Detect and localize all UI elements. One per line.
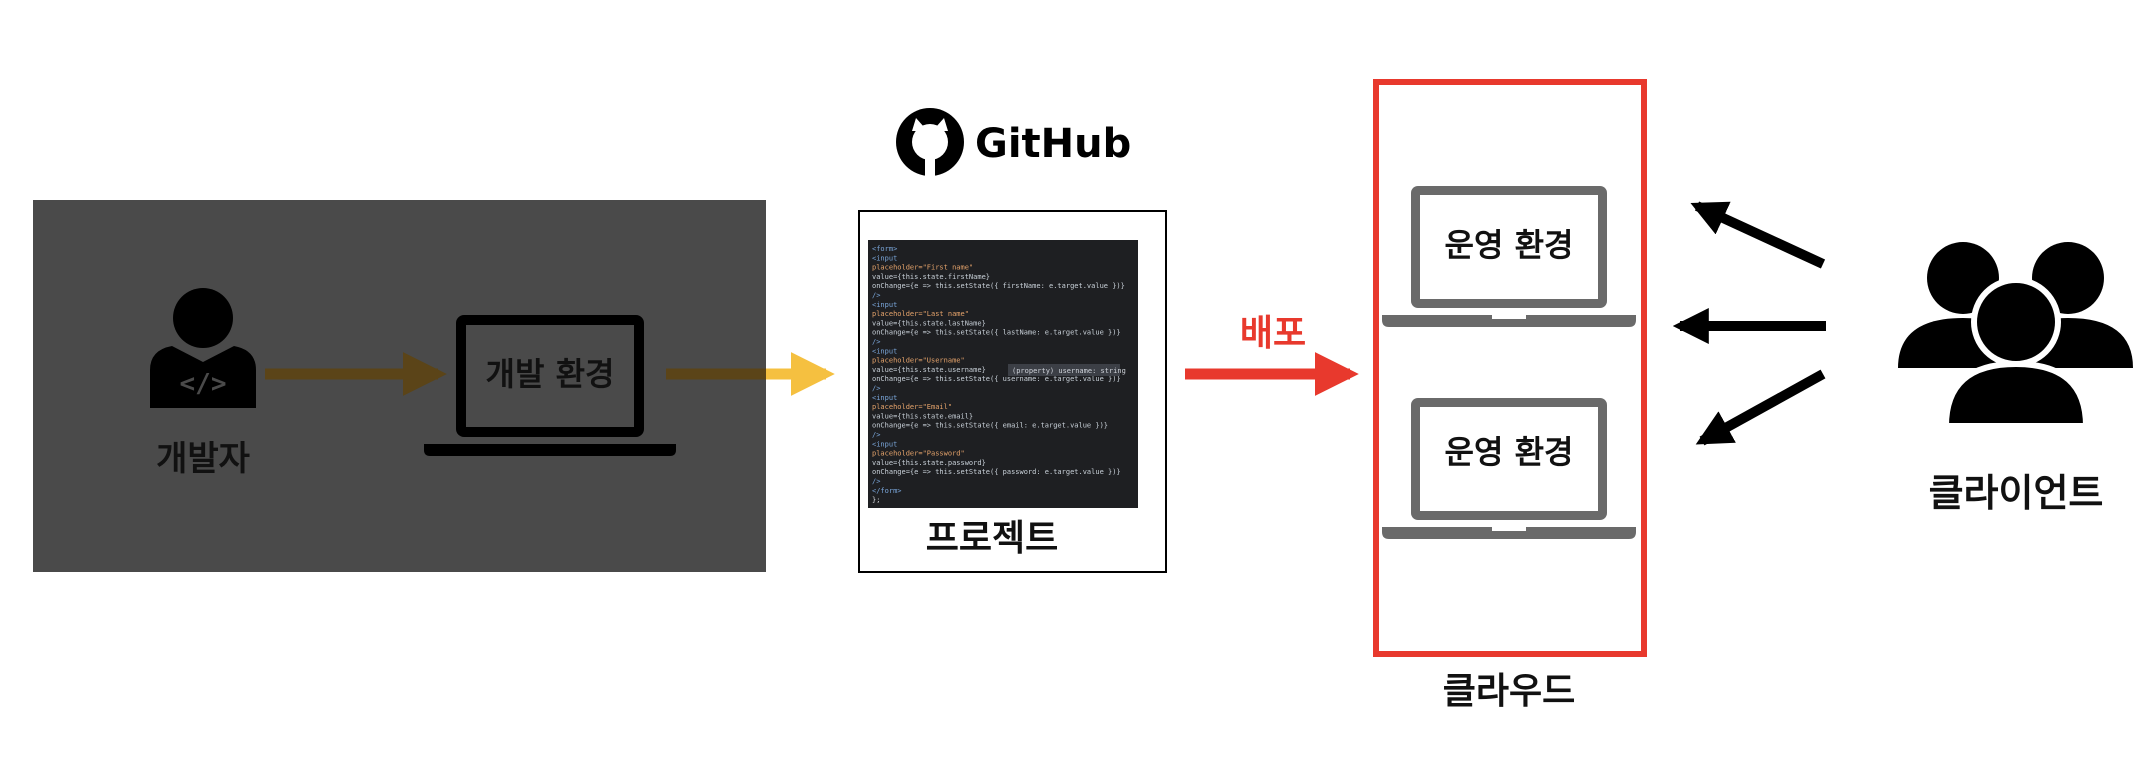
server-1-label: 운영 환경: [1445, 226, 1574, 264]
developer-label: 개발자: [156, 439, 250, 479]
code-line: <input: [872, 347, 897, 355]
arrow-clients-to-server-upper: [1690, 201, 1826, 269]
code-line: </form>: [872, 487, 902, 495]
code-line: onChange={e => this.setState({ username:…: [872, 375, 1121, 383]
server-2-label: 운영 환경: [1445, 433, 1574, 471]
github-logo-text: GitHub: [975, 121, 1131, 167]
code-line: />: [872, 385, 880, 393]
code-line: placeholder="Username": [872, 357, 965, 365]
code-line: value={this.state.email}: [872, 412, 973, 420]
code-line: onChange={e => this.setState({ email: e.…: [872, 422, 1108, 430]
project-code-lines: <form> <input placeholder="First name" v…: [872, 245, 1125, 504]
code-line: placeholder="Email": [872, 403, 952, 411]
cloud-box: [1373, 79, 1647, 657]
code-line: onChange={e => this.setState({ lastName:…: [872, 329, 1121, 337]
code-line: />: [872, 478, 880, 486]
code-line: placeholder="First name": [872, 264, 973, 272]
deploy-label: 배포: [1240, 313, 1306, 354]
laptop-icon: [424, 315, 676, 456]
project-label: 프로젝트: [926, 518, 1058, 559]
code-line: value={this.state.firstName}: [872, 273, 990, 281]
code-line: <input: [872, 254, 897, 262]
code-line: placeholder="Password": [872, 450, 965, 458]
code-line: />: [872, 338, 880, 346]
code-line: <input: [872, 301, 897, 309]
code-line: <input: [872, 394, 897, 402]
github-octocat-icon: [896, 108, 964, 176]
cloud-label: 클라우드: [1443, 671, 1575, 712]
code-line: />: [872, 431, 880, 439]
code-line: onChange={e => this.setState({ password:…: [872, 468, 1121, 476]
code-line: };: [872, 496, 880, 504]
clients-label: 클라이언트: [1929, 471, 2104, 515]
server-laptop-icon: [1382, 398, 1636, 539]
server-laptop-icon: [1382, 186, 1636, 327]
code-line: />: [872, 292, 880, 300]
users-group-icon: [1898, 242, 2133, 429]
code-line: value={this.state.lastName}: [872, 319, 986, 327]
code-line: <input: [872, 440, 897, 448]
code-line: onChange={e => this.setState({ firstName…: [872, 282, 1125, 290]
code-line: value={this.state.username}: [872, 366, 986, 374]
code-line: <form>: [872, 245, 897, 253]
svg-text:</>: </>: [180, 369, 227, 399]
dev-environment-label: 개발 환경: [486, 355, 615, 393]
developer-area-overlay: [33, 200, 766, 572]
code-line: placeholder="Last name": [872, 310, 969, 318]
arrow-clients-to-server-lower: [1695, 369, 1826, 446]
developer-icon: </>: [150, 288, 256, 408]
code-tooltip-bg: [1008, 364, 1120, 376]
code-tooltip: (property) username: string: [1012, 367, 1126, 375]
code-line: value={this.state.password}: [872, 459, 986, 467]
